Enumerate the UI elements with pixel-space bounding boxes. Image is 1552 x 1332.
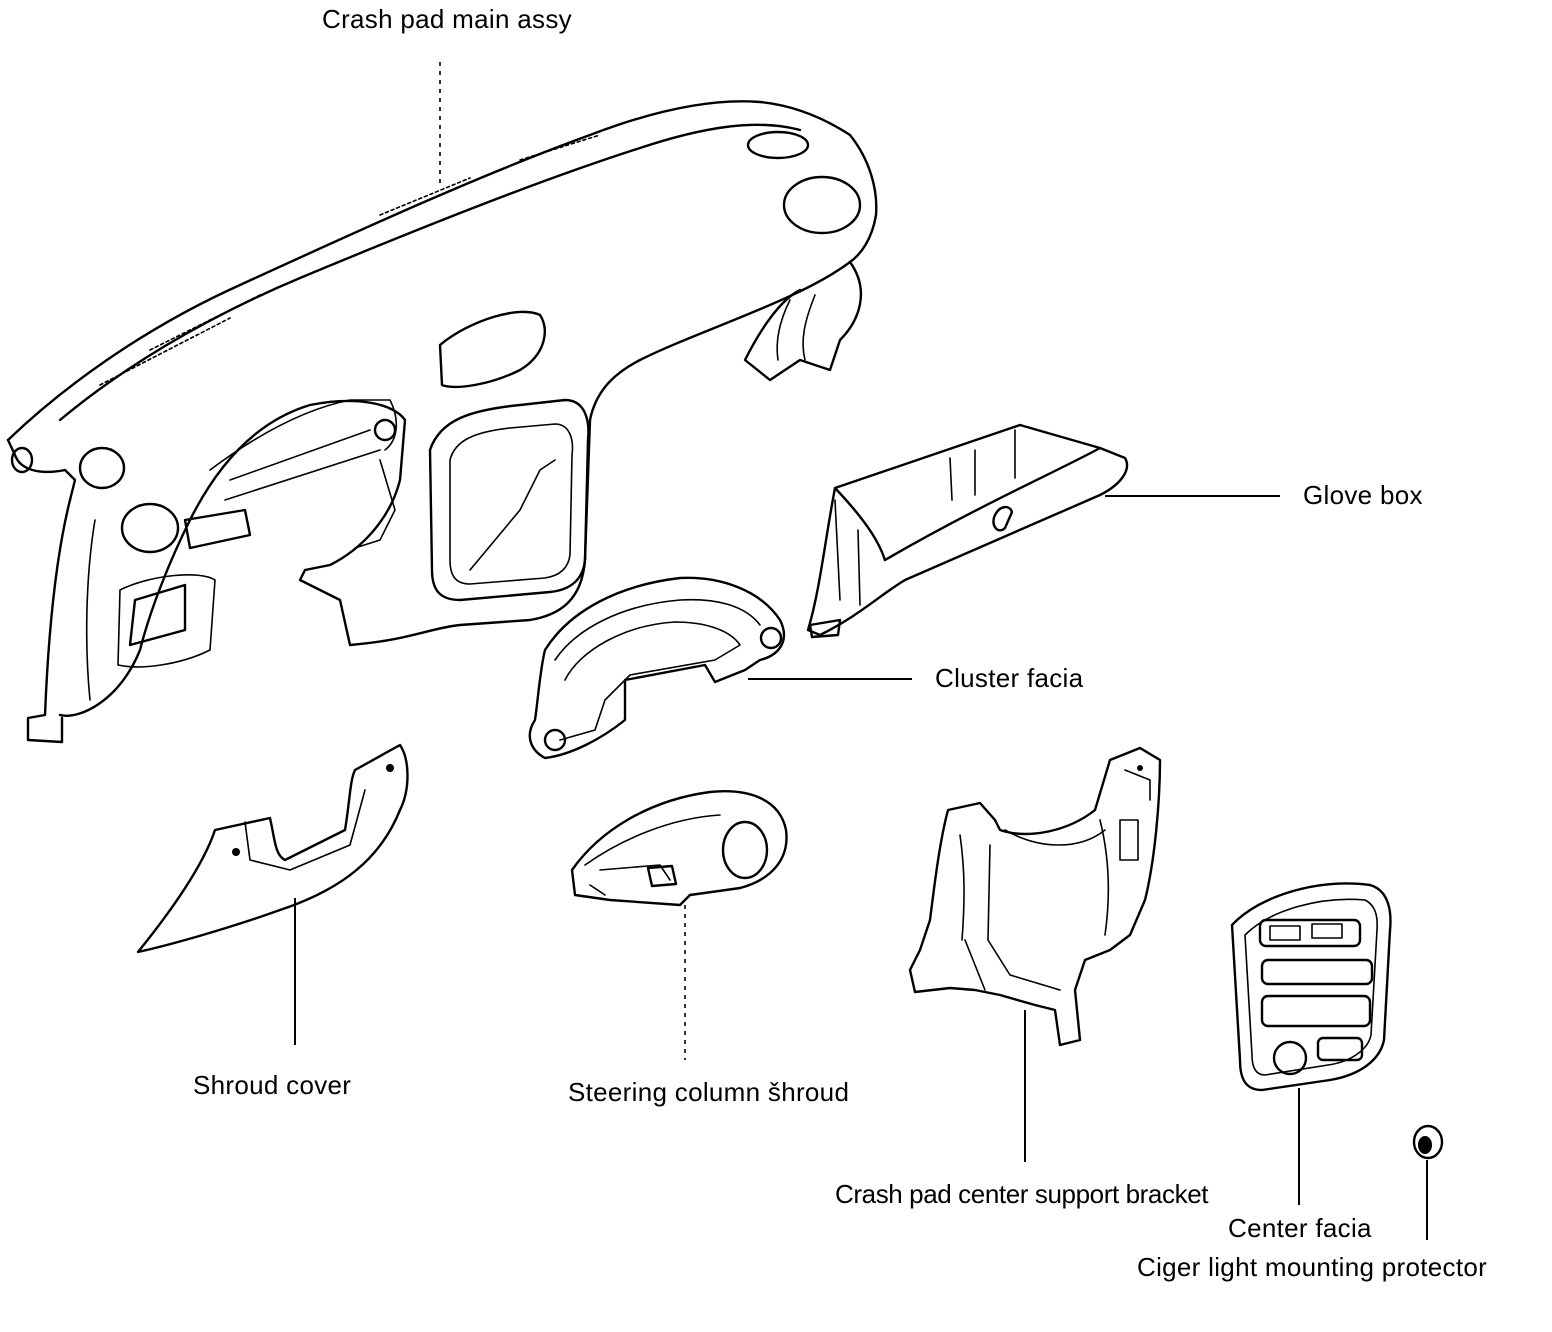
crash-pad-center-support-bracket-drawing	[908, 746, 1162, 1047]
leader-lines	[294, 62, 1428, 1240]
glove-box-drawing	[806, 423, 1129, 639]
shroud-cover-label: Shroud cover	[193, 1070, 351, 1100]
center-facia-drawing	[1230, 882, 1392, 1092]
ciger-light-mounting-protector-drawing	[1412, 1124, 1444, 1160]
center-facia-label: Center facia	[1228, 1213, 1372, 1243]
crash-pad-main-assy-drawing	[6, 100, 878, 744]
crash-pad-main-assy-label: Crash pad main assy	[322, 4, 572, 34]
steering-column-shroud-label: Steering column šhroud	[568, 1077, 849, 1107]
cluster-facia-label: Cluster facia	[935, 663, 1084, 693]
cluster-facia-drawing	[528, 576, 786, 760]
glove-box-label: Glove box	[1303, 480, 1423, 510]
crash-pad-center-support-bracket-label: Crash pad center support bracket	[835, 1179, 1209, 1209]
steering-column-shroud-drawing	[570, 790, 788, 907]
ciger-light-mounting-protector-label: Ciger light mounting protector	[1137, 1252, 1487, 1282]
shroud-cover-drawing	[136, 743, 409, 954]
